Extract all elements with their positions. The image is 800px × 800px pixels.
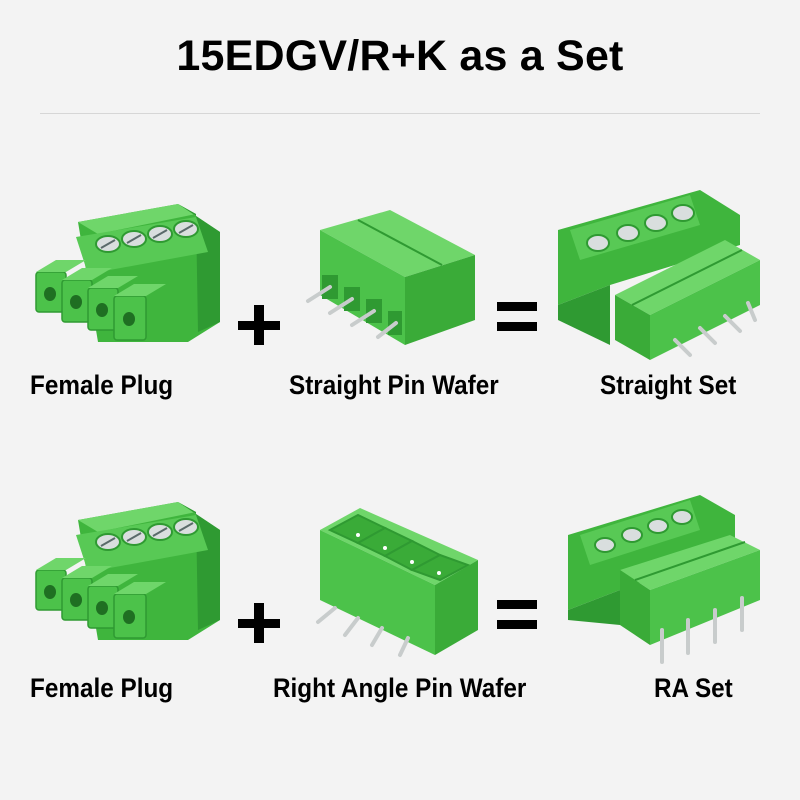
label-right-angle-pin-wafer: Right Angle Pin Wafer	[273, 673, 527, 703]
page-title: 15EDGV/R+K as a Set	[176, 32, 624, 80]
ra-set-image	[560, 490, 765, 665]
plus-icon	[238, 305, 280, 345]
equals-icon-row2	[497, 600, 537, 632]
straight-set-icon	[558, 190, 760, 360]
label-straight-pin-wafer: Straight Pin Wafer	[289, 370, 499, 400]
label-straight-set: Straight Set	[600, 370, 737, 400]
label-female-plug-row2: Female Plug	[30, 673, 174, 703]
straight-pin-wafer-icon	[306, 210, 475, 345]
right-angle-pin-wafer-image	[300, 500, 478, 660]
female-plug-icon	[35, 502, 220, 640]
right-angle-pin-wafer-icon	[316, 508, 478, 657]
female-plug-image-row2	[28, 490, 220, 650]
female-plug-image	[28, 192, 220, 352]
label-female-plug-row1: Female Plug	[30, 370, 174, 400]
ra-set-icon	[568, 495, 760, 664]
label-ra-set: RA Set	[654, 673, 733, 703]
female-plug-icon	[35, 204, 220, 342]
title-divider	[40, 113, 760, 114]
equals-icon	[497, 302, 537, 334]
straight-pin-wafer-image	[300, 205, 478, 355]
plus-icon-row2	[238, 603, 280, 643]
straight-set-image	[550, 185, 765, 365]
